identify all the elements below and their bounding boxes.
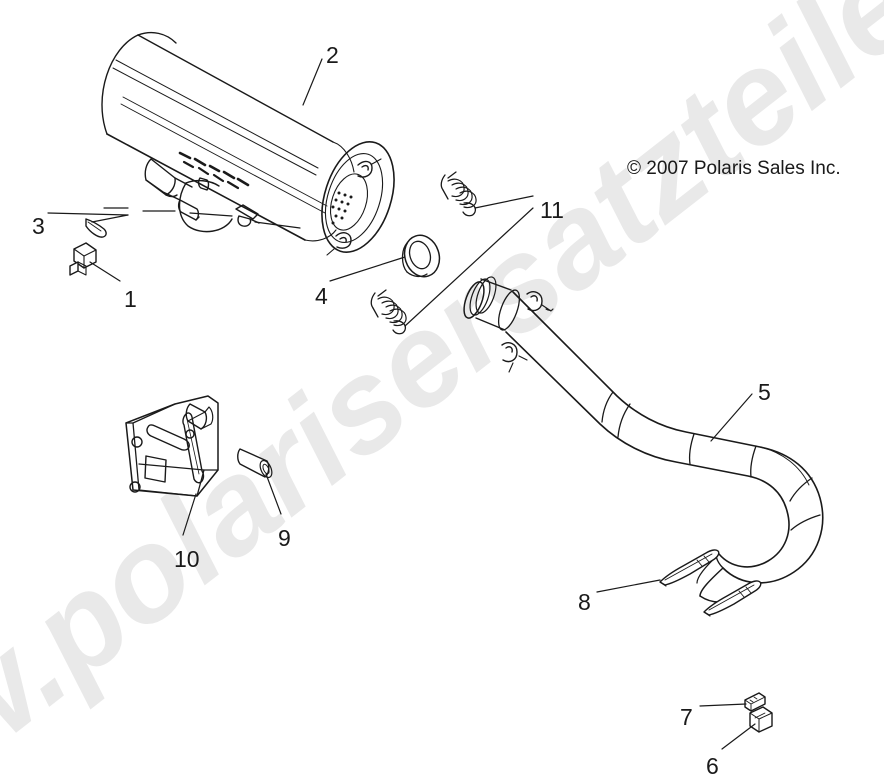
muffler-mount-tab-mid — [197, 177, 210, 191]
callout-4: 4 — [315, 283, 328, 309]
part-muffler — [101, 31, 395, 256]
callout-8: 8 — [578, 589, 591, 615]
leader-10 — [182, 493, 197, 536]
callout-1: 1 — [124, 286, 137, 312]
leader-4 — [329, 256, 406, 282]
pipe-spring-tab-lower — [501, 342, 528, 373]
callout-5: 5 — [758, 379, 771, 405]
callout-10: 10 — [174, 546, 200, 572]
muffler-inlet-stub — [144, 158, 200, 221]
callout-6: 6 — [706, 753, 719, 776]
callout-3: 3 — [32, 213, 45, 239]
leader-5 — [710, 393, 753, 442]
muffler-decal-text — [178, 151, 250, 187]
leader-9 — [265, 473, 282, 515]
part-flange-bolt — [69, 242, 121, 282]
spark-arrestor-holes — [331, 191, 353, 225]
leader-3 — [47, 212, 129, 216]
callout-7: 7 — [680, 704, 693, 730]
part-exhaust-gasket — [329, 234, 441, 282]
pipe-spring-tab-upper — [526, 291, 554, 312]
part-spacer-bushing — [237, 448, 282, 515]
copyright-notice: © 2007 Polaris Sales Inc. — [627, 158, 841, 179]
callout-9: 9 — [278, 525, 291, 551]
part-mounting-bracket — [125, 395, 219, 536]
leader-11-lower — [404, 207, 534, 327]
part-exhaust-spring-upper — [440, 171, 534, 217]
leader-8 — [596, 579, 661, 593]
pipe-joint-beads — [601, 391, 821, 531]
part-cotter-pin — [47, 212, 129, 238]
part-stud-screw — [699, 692, 766, 712]
part-clamp-screw-upper — [596, 549, 720, 593]
muffler-spring-tab-lower — [326, 232, 352, 256]
muffler-hidden-lines — [103, 207, 301, 229]
muffler-spring-tab-upper — [357, 158, 382, 178]
part-hex-nut — [721, 706, 773, 750]
leader-2 — [302, 58, 323, 106]
callout-11: 11 — [540, 197, 564, 223]
leader-11-upper — [474, 195, 534, 209]
callout-2: 2 — [326, 42, 339, 68]
part-clamp-screw-lower — [703, 580, 762, 617]
leader-1 — [89, 261, 121, 282]
leader-7 — [699, 703, 747, 707]
part-exhaust-spring-lower — [370, 207, 534, 335]
leader-6 — [721, 723, 756, 750]
